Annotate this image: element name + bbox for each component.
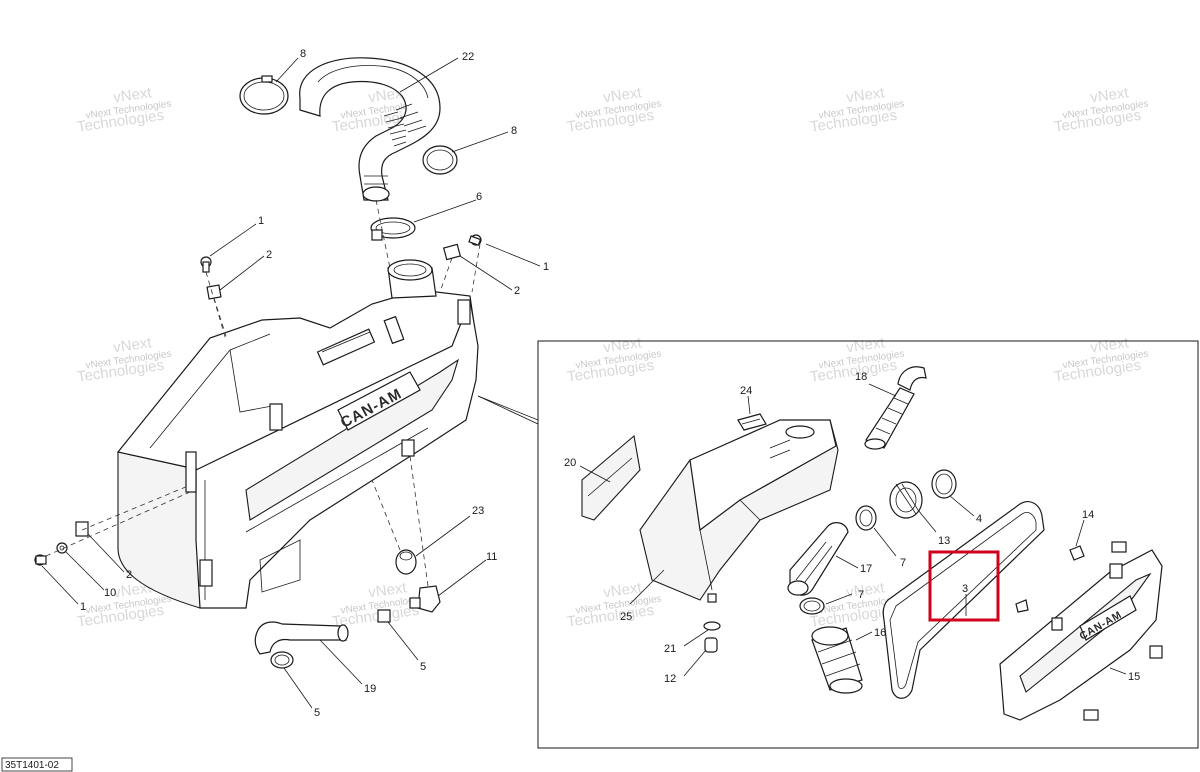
callout-1-bottom: 1 [80, 601, 86, 613]
clamp-8-right [422, 145, 458, 175]
airbox-housing: CAN-AM [116, 259, 479, 609]
clamp-6 [370, 217, 416, 241]
callout-18: 18 [855, 371, 867, 383]
callout-8-right: 8 [511, 125, 517, 137]
callout-22: 22 [462, 51, 474, 63]
callout-2-bottom: 2 [126, 569, 132, 581]
callout-2-right: 2 [514, 285, 520, 297]
highlight-box [928, 550, 1000, 622]
callout-3: 3 [962, 583, 968, 595]
wm-big-3: vNext [602, 84, 643, 106]
watermark-3: vNext vNext Technologies Technologies [566, 84, 662, 136]
wm-big-9: vNext [845, 334, 886, 356]
wm-big-6: vNext [112, 334, 153, 356]
filter-16 [811, 626, 863, 694]
fitting-21 [703, 621, 721, 631]
callout-14: 14 [1082, 509, 1094, 521]
watermark-5: vNext vNext Technologies Technologies [1053, 84, 1149, 136]
callout-12: 12 [664, 673, 676, 685]
callout-8-top: 8 [300, 48, 306, 60]
watermark-6: vNext vNext Technologies Technologies [76, 334, 172, 386]
callout-10: 10 [104, 587, 116, 599]
drawing-ref-text: 35T1401-02 [5, 760, 59, 771]
callout-5-bottom: 5 [314, 707, 320, 719]
watermark-8: vNext vNext Technologies Technologies [566, 334, 662, 386]
drawing-reference: 35T1401-02 [1, 757, 73, 772]
callout-16: 16 [874, 627, 886, 639]
clamp-5-right [377, 609, 391, 623]
callout-24: 24 [740, 385, 752, 397]
airbox-body-25 [639, 419, 839, 603]
grommet-23 [395, 549, 417, 575]
screw-1-bottom [34, 554, 47, 566]
wm-big-1: vNext [112, 84, 153, 106]
callout-5-right: 5 [420, 661, 426, 673]
callout-20: 20 [564, 457, 576, 469]
clamp-7-lower [799, 597, 825, 615]
nut-2-bottom [75, 521, 89, 537]
clip-14 [1069, 545, 1085, 561]
airbox-cover-15: CAN-AM [999, 541, 1163, 721]
gasket-3 [882, 501, 1045, 699]
screw-1-left [200, 256, 212, 273]
detail-inset: CAN-AM 18 24 20 4 13 14 7 17 3 7 [537, 340, 1199, 749]
wm-big-4: vNext [845, 84, 886, 106]
drain-tube-19 [254, 621, 349, 655]
callout-17: 17 [860, 563, 872, 575]
callout-7-upper: 7 [900, 557, 906, 569]
inset-frame [537, 340, 1199, 749]
callout-21: 21 [664, 643, 676, 655]
callout-6: 6 [476, 191, 482, 203]
clip-small [1015, 599, 1029, 613]
clamp-8-top [239, 75, 289, 115]
callout-25: 25 [620, 611, 632, 623]
wm-big-10: vNext [1089, 334, 1130, 356]
fitting-11 [409, 585, 441, 613]
wm-big-8: vNext [602, 334, 643, 356]
nut-2-left [206, 284, 222, 300]
plug-12 [704, 637, 718, 653]
wm-big-13: vNext [602, 579, 643, 601]
watermark-10: vNext vNext Technologies Technologies [1053, 334, 1149, 386]
washer-10 [56, 542, 68, 554]
inset-connector [477, 395, 539, 425]
callout-23: 23 [472, 505, 484, 517]
callout-11: 11 [486, 551, 497, 563]
callout-7-lower: 7 [858, 589, 864, 601]
callout-1-left: 1 [258, 215, 264, 227]
coupler-13 [889, 481, 923, 519]
wm-big-12: vNext [367, 579, 408, 601]
callout-13: 13 [938, 535, 950, 547]
main-assembly: CAN-AM [34, 48, 549, 719]
watermark-4: vNext vNext Technologies Technologies [809, 84, 905, 136]
clamp-7-upper [855, 505, 877, 531]
sticker-24 [737, 413, 767, 431]
intake-tube-18 [864, 366, 927, 450]
clamp-5-bottom [270, 651, 294, 669]
nut-2-right [442, 243, 462, 261]
clamp-4 [931, 469, 957, 499]
callout-2-left: 2 [266, 249, 272, 261]
wm-big-5: vNext [1089, 84, 1130, 106]
callout-4: 4 [976, 513, 982, 525]
bellows [383, 103, 427, 147]
hose-17 [787, 522, 849, 596]
callout-19: 19 [364, 683, 376, 695]
screw-1-right [468, 234, 482, 246]
pad-20 [581, 434, 641, 521]
wm-big-14: vNext [845, 579, 886, 601]
callout-1-right: 1 [543, 261, 549, 273]
watermark-1: vNext vNext Technologies Technologies [76, 84, 172, 136]
callout-15: 15 [1128, 671, 1140, 683]
